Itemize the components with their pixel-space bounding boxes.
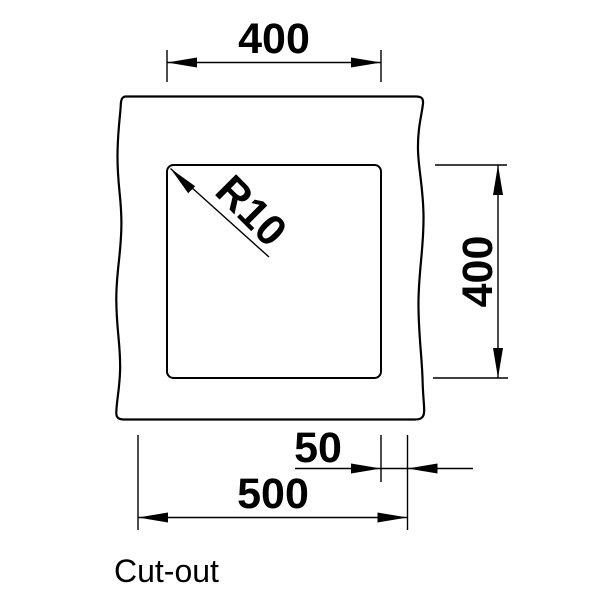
dim-label-side-offset: 50 [294,424,342,472]
dim-label-corner-radius: R10 [206,166,296,256]
arrowhead-corner-icon [170,168,196,194]
dim-side-offset: 50 [294,424,473,530]
arrowhead-down-icon [493,348,503,378]
arrowhead-left-icon [138,512,168,523]
dim-label-cutout-width: 400 [238,15,310,63]
dim-cutout-height: 400 [433,164,508,379]
dim-label-cutout-height: 400 [454,236,502,308]
arrowhead-left-icon [167,57,197,68]
countertop-outline [115,95,426,421]
arrowhead-up-icon [493,165,503,195]
dim-cutout-width: 400 [166,15,382,82]
drawing-caption: Cut-out [114,553,219,589]
arrowhead-right-icon [351,57,381,68]
arrowhead-inward-right-icon [351,463,381,474]
dim-corner-radius: R10 [170,166,296,258]
arrowhead-inward-left-icon [407,463,438,474]
cutout-opening [166,164,382,379]
arrowhead-right-icon [377,512,408,523]
dim-label-overall-width: 500 [237,470,309,518]
dim-overall-width: 500 [137,435,408,530]
